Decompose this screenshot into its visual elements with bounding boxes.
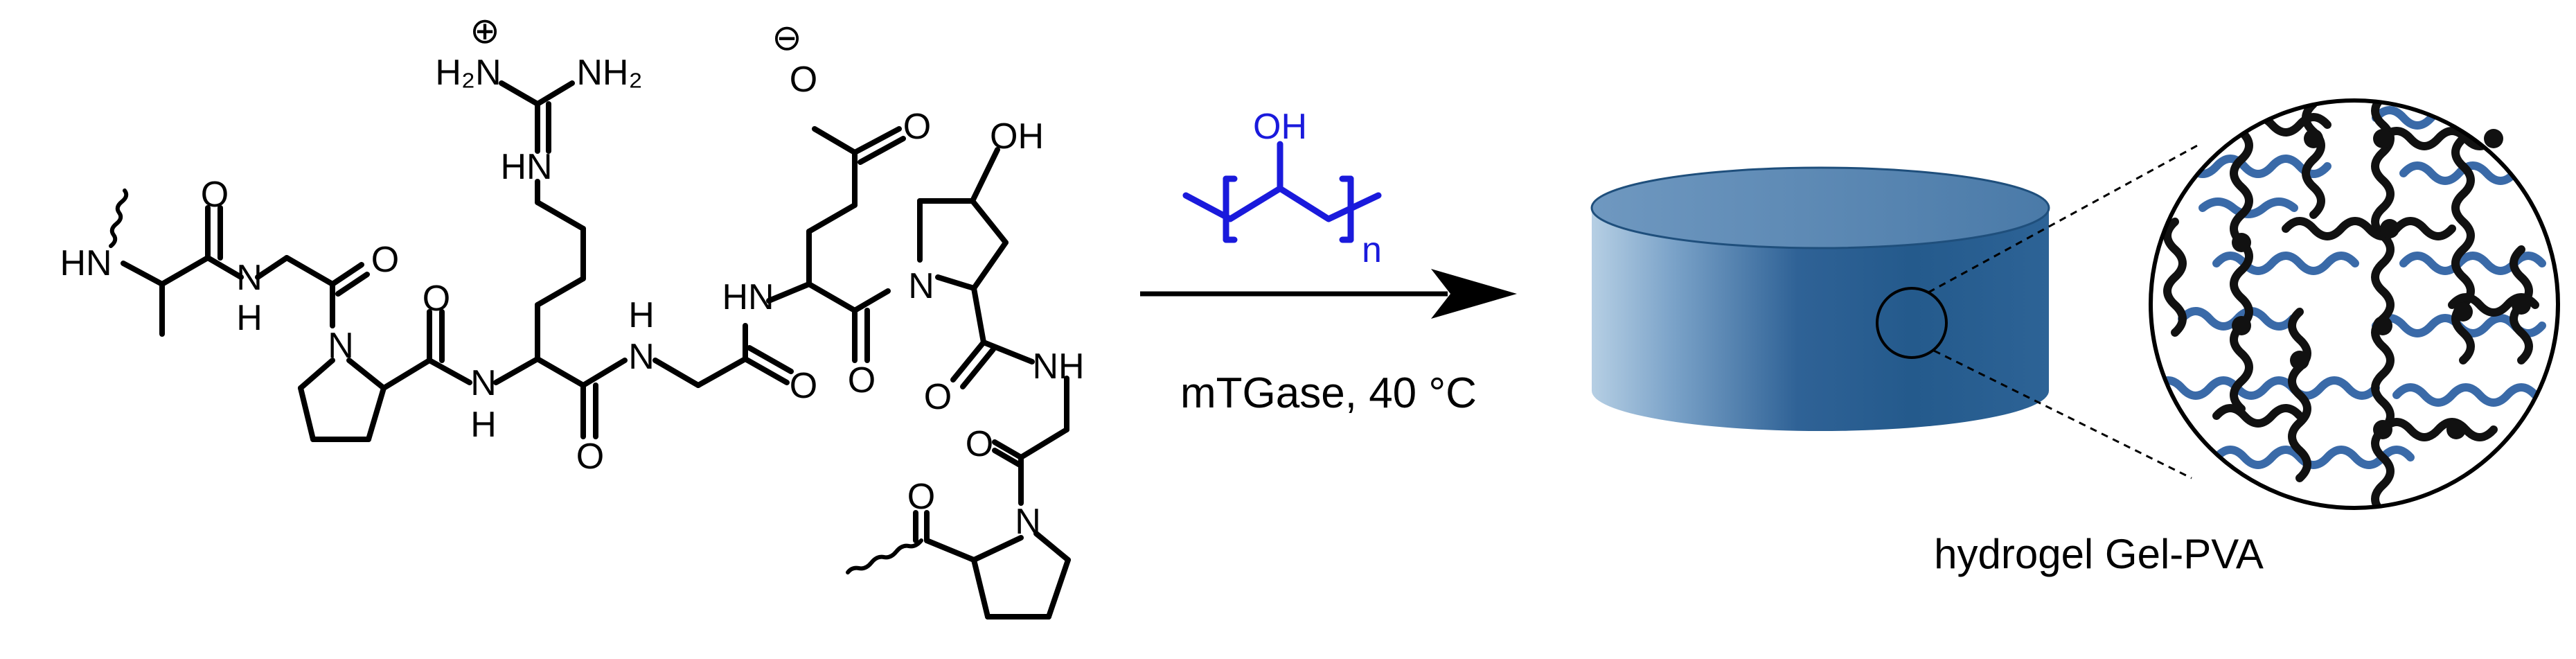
atom-oh-hyp: OH — [990, 116, 1044, 157]
atom-o-gly3: O — [966, 424, 993, 464]
atom-hn-alanine: HN — [60, 243, 112, 283]
peptide-atom-labels: HN N H O O N O N H O HN H₂N NH₂ ⊕ H N O … — [60, 11, 1084, 542]
atom-o-pro2: O — [907, 477, 935, 517]
atom-n-pro2: N — [1015, 502, 1041, 542]
gelatin-peptide-structure — [109, 80, 1071, 620]
magnified-region-marker — [1876, 287, 1948, 359]
atom-n-gly1: N — [236, 258, 263, 298]
atom-hn-glu: HN — [722, 277, 774, 317]
atom-n-arg: N — [470, 363, 497, 403]
atom-o-pro1: O — [423, 279, 450, 319]
atom-o-hyp: O — [924, 377, 952, 417]
atom-o-gly2: O — [790, 366, 817, 406]
positive-charge-icon: ⊕ — [470, 11, 500, 51]
atom-nh-gly3: NH — [1032, 346, 1084, 387]
negative-charge-icon: ⊖ — [772, 18, 802, 58]
atom-o-ala: O — [201, 175, 229, 215]
atom-nh2-guanidinium: NH₂ — [576, 53, 642, 93]
atom-n-gly2: N — [628, 337, 655, 377]
crosslink-points — [2232, 129, 2531, 439]
atom-o-glu: O — [848, 360, 876, 401]
network-magnification — [2149, 98, 2560, 510]
atom-h2n-guanidinium: H₂N — [435, 53, 501, 93]
hydrogel-cylinder — [1590, 143, 2201, 480]
reaction-condition: mTGase, 40 °C — [1180, 369, 1477, 417]
atom-h-gly2: H — [628, 295, 655, 335]
product-caption: hydrogel Gel-PVA — [1934, 531, 2264, 577]
atom-o-carboxylate-single: O — [790, 60, 817, 100]
atom-n-hyp: N — [908, 266, 934, 306]
reaction-arrow — [1140, 269, 1517, 319]
atom-h-gly1: H — [236, 298, 263, 338]
pva-hydroxyl-label: OH — [1253, 107, 1307, 147]
atom-h-arg: H — [470, 405, 497, 445]
atom-o-gly1: O — [371, 240, 399, 280]
atom-o-carboxylate-double: O — [903, 107, 931, 147]
pva-repeat-subscript: n — [1362, 230, 1382, 270]
atom-n-pro1: N — [328, 326, 354, 366]
pva-reagent-structure: OH n — [1182, 107, 1382, 270]
atom-hn-arg-side: HN — [500, 147, 552, 187]
atom-o-arg: O — [576, 437, 604, 477]
